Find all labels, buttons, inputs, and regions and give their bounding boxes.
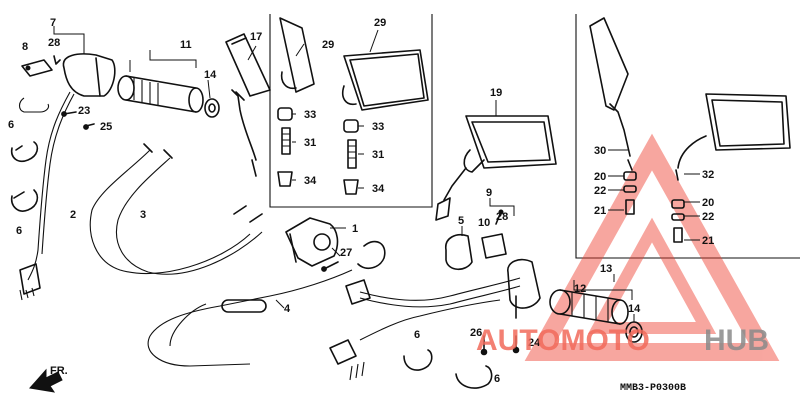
label-7: 7 [50,17,56,29]
throttle-cables[interactable] [89,143,263,275]
screw-26[interactable] [480,335,488,356]
label-14a: 14 [204,69,217,81]
label-6c: 6 [414,329,420,341]
fitting-stack-right[interactable] [343,119,359,195]
clutch-cable-4[interactable] [147,269,353,367]
wire-harness-right [329,277,521,381]
label-9: 9 [486,187,492,199]
label-17: 17 [250,31,262,43]
throttle-grip[interactable] [117,75,204,113]
switch-bracket-1[interactable] [285,217,339,267]
front-direction-label: FR. [50,365,68,377]
label-5: 5 [458,215,464,227]
label-3: 3 [140,209,146,221]
switch-housing-left[interactable] [21,53,116,97]
label-25: 25 [100,121,112,133]
watermark-brand-right: HUB [704,324,769,357]
wire-clamp-6a[interactable] [10,141,39,163]
frame-lines [269,14,800,259]
label-34b: 34 [372,183,385,195]
mirror-32[interactable] [675,93,791,181]
wire-clamp-6b[interactable] [10,189,39,212]
label-31a: 31 [304,137,316,149]
screw-27[interactable] [321,261,339,272]
mirror-19[interactable] [435,115,557,221]
label-1: 1 [352,223,358,235]
label-14b: 14 [628,303,641,315]
diagram-code: MMB3-P0300B [620,383,686,394]
wire-clamp-6d[interactable] [455,365,493,389]
label-28b: 28 [496,211,508,223]
label-20b: 20 [702,197,714,209]
label-6b: 6 [16,225,22,237]
wire-clamp-6c[interactable] [403,349,433,371]
fitting-stack-left[interactable] [277,107,293,187]
front-direction-arrow [29,368,63,393]
label-12: 12 [574,283,586,295]
mirror-left-17[interactable] [225,33,271,177]
switch-housing-right[interactable] [445,209,541,319]
label-2: 2 [70,209,76,221]
label-6d: 6 [494,373,500,385]
label-13: 13 [600,263,612,275]
label-26: 26 [470,327,482,339]
clamp-near-1[interactable] [357,240,386,270]
label-11: 11 [180,39,192,51]
label-4: 4 [284,303,291,315]
mirror-30[interactable] [589,17,633,171]
label-28a: 28 [48,37,60,49]
label-21b: 21 [702,235,714,247]
mirror-29-large[interactable] [341,49,429,111]
leader-lines [53,26,700,322]
label-30: 30 [594,145,606,157]
label-20a: 20 [594,171,606,183]
label-31b: 31 [372,149,384,161]
part-labels: 7 8 28 11 14 17 29 29 33 31 34 33 31 34 … [8,17,714,385]
screw-24[interactable] [512,335,520,354]
label-29b: 29 [374,17,386,29]
watermark-text: AUTOMOTO HUB [476,324,769,357]
screw-25[interactable] [83,123,95,130]
label-23: 23 [78,105,90,117]
label-33a: 33 [304,109,316,121]
label-6a: 6 [8,119,14,131]
label-29a: 29 [322,39,334,51]
label-32: 32 [702,169,714,181]
wire-harness-left [18,91,75,301]
label-24: 24 [528,337,541,349]
label-27: 27 [340,247,352,259]
label-33b: 33 [372,121,384,133]
label-21a: 21 [594,205,606,217]
mirror-fittings-right[interactable] [623,171,685,243]
mirror-29-small[interactable] [279,17,315,93]
screw-23[interactable] [61,111,77,117]
label-19: 19 [490,87,502,99]
label-34a: 34 [304,175,317,187]
grip-end-14a[interactable] [204,98,220,118]
label-10: 10 [478,217,490,229]
handle-grip-right[interactable] [549,289,629,325]
label-8: 8 [22,41,28,53]
watermark-logo [524,133,780,361]
label-22b: 22 [702,211,714,223]
watermark-brand-left: AUTOMOTO [476,324,650,357]
label-22a: 22 [594,185,606,197]
